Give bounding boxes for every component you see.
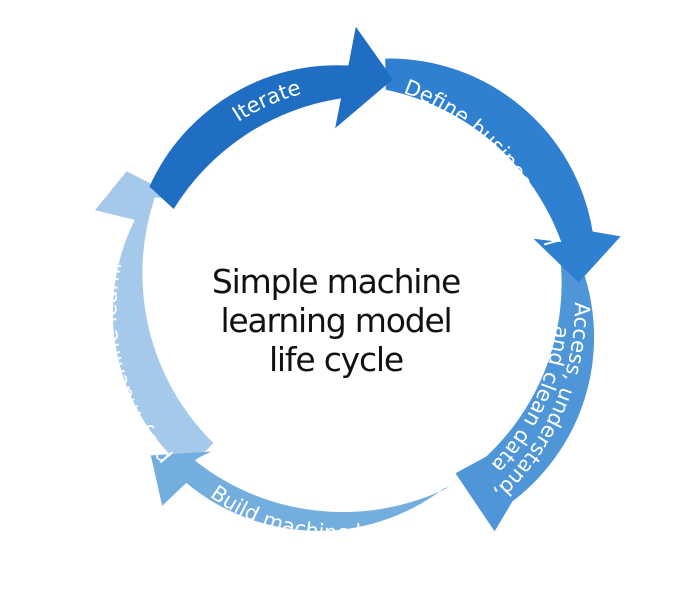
arrow-iterate xyxy=(149,26,393,209)
title-line: life cycle xyxy=(268,340,404,379)
arrow-define xyxy=(385,58,621,283)
title-line: learning model xyxy=(220,301,452,340)
arrow-deploy xyxy=(95,171,214,470)
arrow-access xyxy=(455,253,595,532)
diagram-title: Simple machine learning model life cycle xyxy=(186,262,486,379)
arrow-build xyxy=(150,451,451,531)
title-line: Simple machine xyxy=(211,262,461,301)
